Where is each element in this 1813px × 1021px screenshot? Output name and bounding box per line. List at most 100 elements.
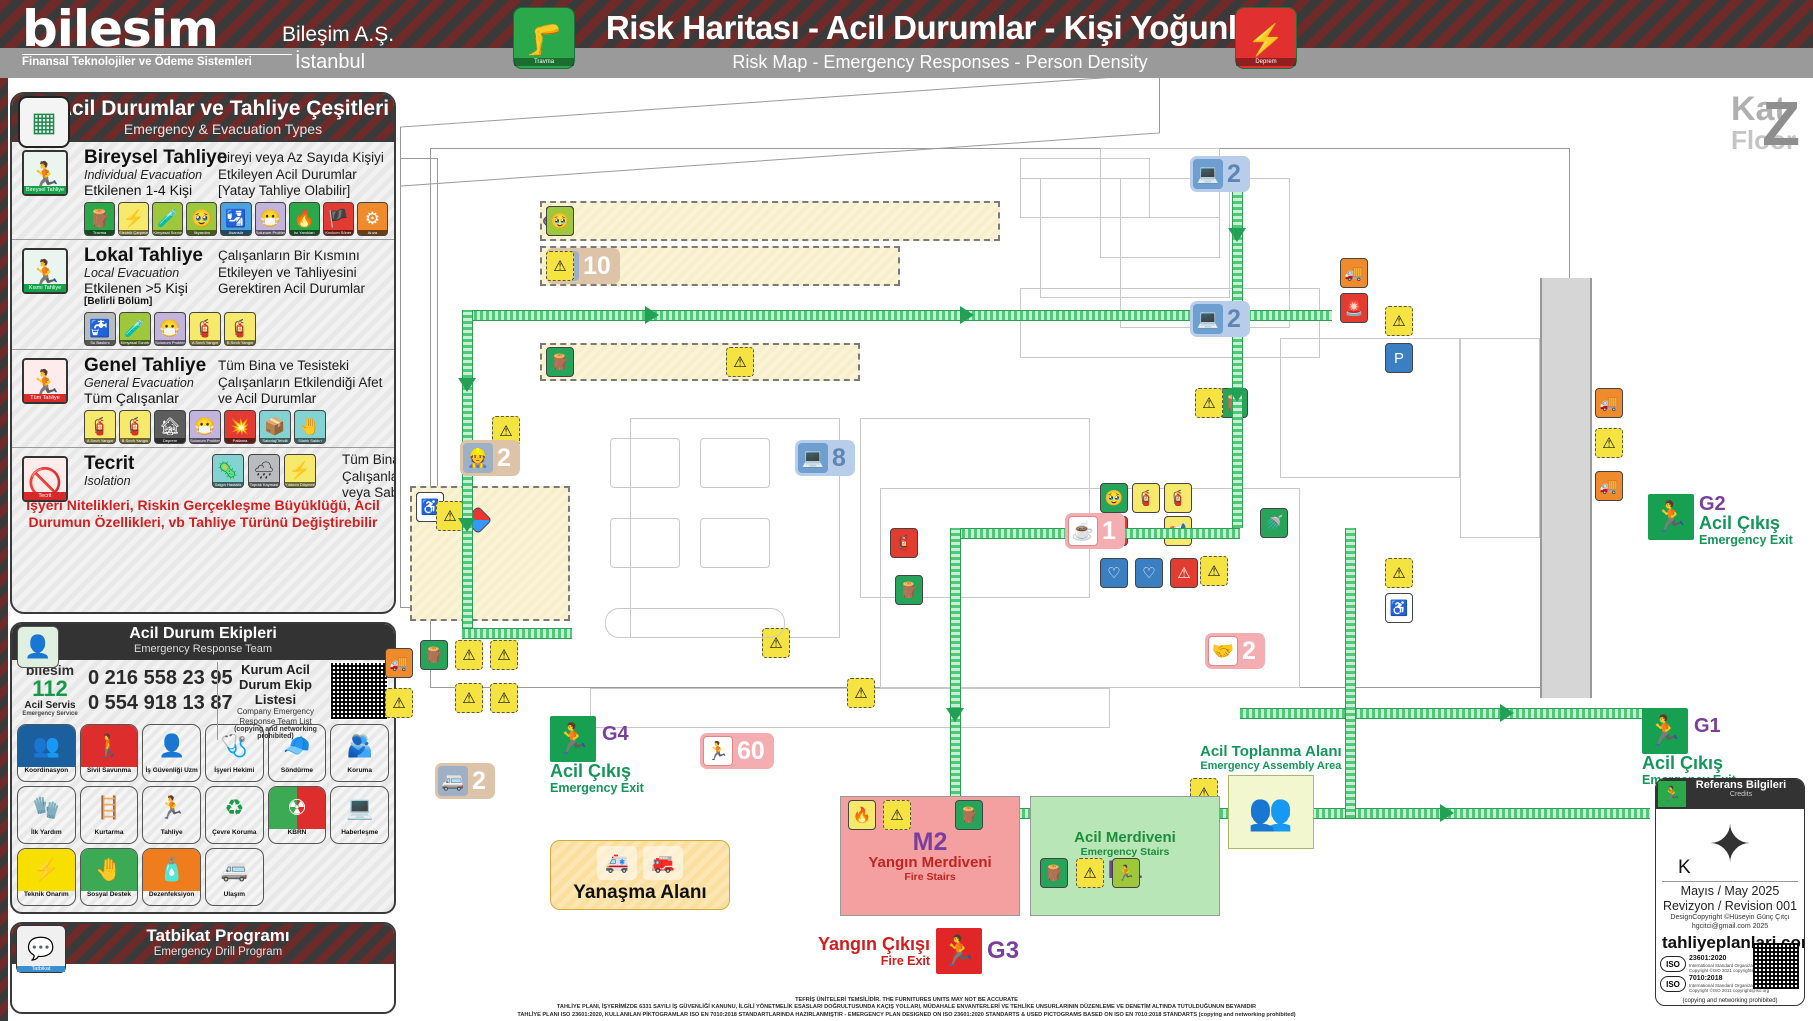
- sabotage-pictogram: 📦Sabotaj/Tehdit: [259, 410, 291, 444]
- legend-row-general: 🏃 Tüm Tahliye Genel Tahliye General Evac…: [12, 349, 394, 447]
- exit-sign-g3[interactable]: Yangın Çıkışı Fire Exit 🏃 G3: [818, 928, 1019, 974]
- forklift-pictogram: 🚚: [385, 648, 413, 678]
- floor-plan-icon: ▦: [18, 96, 70, 148]
- credits-title-en: Credits: [1729, 791, 1753, 798]
- team-protection: 🫂Koruma: [330, 724, 389, 782]
- density-marker: 👷 2: [460, 440, 520, 476]
- explosion-pictogram: 💥Patlama: [224, 410, 256, 444]
- room-right-1: [1100, 148, 1220, 258]
- floor-plan-map[interactable]: Kat Floor Z 🛂 🪵 🧯 🔥 ⚡ ⚠ ⚠ ⚠ ⚠ 🥹 👷 10 🪵: [385, 73, 1810, 974]
- trauma-pictogram: 🪵: [546, 347, 574, 377]
- fire-extinguisher-pictogram: 🧯: [890, 528, 918, 558]
- exit-code: G2: [1699, 493, 1726, 515]
- stethoscope-icon: 🩺: [220, 733, 249, 758]
- compass-rose: ✦ K: [1656, 809, 1804, 881]
- emergency-stairs-m1: Acil Merdiveni Emergency Stairs M1: [1030, 796, 1220, 916]
- hazard-zone-second: 👷 10 🪵 ⚠ ⚠: [540, 246, 900, 286]
- header-grey-strip: [0, 48, 1813, 78]
- row-description: Bireyi veya Az Sayıda Kişiyi Etkileyen A…: [218, 150, 384, 198]
- qr-code-icon[interactable]: [1753, 943, 1799, 989]
- fire-class-b-pictogram: 🧯B Sınıfı Yangın: [119, 410, 151, 444]
- general-evacuation-badge: 🏃 Tüm Tahliye: [22, 358, 68, 404]
- stairs-evacuation-icon: 🏃: [157, 795, 186, 820]
- exit-label-en: Emergency Exit: [1699, 533, 1793, 547]
- respiratory-pictogram: 😷Solunum Problemi: [254, 202, 286, 236]
- iso-note: Copyright ©ISO 2011 copyright@iso.org: [1689, 988, 1770, 993]
- list-title-tr: Kurum Acil Durum Ekip Listesi: [239, 662, 312, 707]
- drill-icon: 💬 Tatbikat: [16, 925, 66, 973]
- stair-label-en: Fire Stairs: [904, 870, 956, 883]
- shower-eyewash-pictogram: 🚿: [1260, 508, 1288, 538]
- badge-caption: Tecrit: [24, 492, 66, 500]
- fire-class-a-pictogram: 🧯A Sınıfı Yangın: [189, 312, 221, 346]
- earthquake-icon: ⚡ Deprem: [1235, 7, 1297, 69]
- trauma-glyph: 🦵: [525, 24, 563, 57]
- row-title-tr: Tecrit: [84, 453, 135, 474]
- warning-stairs-icon: ⚠: [490, 683, 518, 713]
- qr-code-icon[interactable]: [330, 662, 388, 720]
- wheelchair-icon: ♿: [1385, 593, 1413, 623]
- list-title-en: Company Emergency Response Team List: [237, 707, 314, 726]
- route-arrow-down: [1228, 228, 1246, 242]
- exit-label-tr: Acil Çıkış: [550, 761, 632, 781]
- safety-expert-icon: 👤: [157, 733, 186, 758]
- density-marker: 💻 8: [795, 440, 855, 476]
- credits-copyright: DesignCopyright ©Hüseyin Günç Çıtçı: [1670, 914, 1790, 921]
- density-value: 60: [737, 736, 765, 765]
- first-aid-pictogram: 🥹İlkyardım: [186, 202, 218, 236]
- compass-north-letter: K: [1678, 857, 1691, 878]
- route-arrow-down: [458, 518, 476, 532]
- furniture-table: [605, 608, 785, 638]
- assembly-label-en: Emergency Assembly Area: [1200, 760, 1342, 772]
- respiratory-pictogram: 😷Solunum Problemi: [154, 312, 186, 346]
- emergency-label-tr: Acil Servis: [24, 700, 76, 711]
- team-social-support: 🤚Sosyal Destek: [79, 848, 139, 906]
- forklift-pictogram: 🚚: [1340, 258, 1368, 288]
- phone-1: 0 216 558 23 95: [88, 667, 233, 689]
- exit-sign-g1[interactable]: 🏃 G1 Acil Çıkış Emergency Exit: [1642, 708, 1736, 787]
- vehicle-icon: 🚐: [220, 857, 249, 882]
- fire-truck-icon: 🚒: [643, 846, 683, 880]
- exit-label-tr: Acil Çıkış: [1642, 753, 1724, 773]
- hazard-zone-left: 🪵 🥹 🛂 ♿ ⚠ ⚠: [410, 486, 570, 621]
- list-note: (copying and networking prohibited): [234, 726, 317, 740]
- legend-subtitle: Emergency & Evacuation Types: [123, 121, 323, 137]
- iso-note: Copyright ©ISO 2021 copyright@iso.org: [1689, 968, 1770, 973]
- trauma-pictogram: 🪵: [955, 800, 983, 830]
- exit-sign-g4[interactable]: 🏃 G4 Acil Çıkış Emergency Exit: [550, 716, 644, 795]
- team-transport: 🚐Ulaşım: [205, 848, 264, 906]
- company-city: İstanbul: [295, 51, 366, 73]
- density-value: 2: [1227, 304, 1241, 333]
- trauma-pictogram: 🪵: [1040, 858, 1068, 888]
- credits-email: hgcitci@gmail.com 2025: [1691, 922, 1769, 930]
- density-marker: 💻 2: [1190, 301, 1250, 337]
- compass-star-icon: ✦: [1708, 816, 1752, 874]
- furniture-cluster-3: [610, 518, 680, 568]
- first-aid-pictogram: 🥹: [546, 206, 574, 236]
- exit-label-en: Emergency Exit: [550, 781, 644, 795]
- stair-label-tr: Acil Merdiveni: [1074, 828, 1176, 846]
- malfunction-pictogram: ⚙Arıza: [356, 202, 388, 236]
- route-arrow-right: [645, 306, 659, 324]
- company-name: Bileşim A.Ş.: [282, 23, 395, 46]
- assembly-label-tr: Acil Toplanma Alanı: [1200, 743, 1342, 760]
- aed-pictogram: ♡: [1100, 558, 1128, 588]
- row-pictograms: 🪵Travma ⚡Elektrik Çarpması 🧪Kimyasal Sız…: [84, 202, 388, 236]
- desk-worker-icon: 💻: [1193, 159, 1223, 189]
- row-note: [Belirli Bölüm]: [84, 296, 153, 307]
- fire-exit-icon: 🏃: [936, 928, 983, 974]
- exit-sign-g2[interactable]: 🏃 G2 Acil Çıkış Emergency Exit: [1648, 494, 1793, 547]
- row-pictograms: 🧯A Sınıfı Yangın 🧯B Sınıfı Yangın 🏚Depre…: [84, 410, 388, 444]
- room-block-e: [880, 488, 1300, 688]
- team-cbrn: ☢KBRN: [267, 786, 327, 844]
- legend-note: İşyeri Nitelikleri, Riskin Gerçekleşme B…: [26, 497, 380, 530]
- team-member-icon: 👤: [17, 626, 59, 668]
- page-header: bilesim Finansal Teknolojiler ve Ödeme S…: [0, 0, 1813, 78]
- density-marker: 🤝 2: [1205, 633, 1265, 669]
- room-right-3: [1460, 338, 1540, 538]
- evacuation-route: [462, 310, 1332, 321]
- team-evacuation: 🏃Tahliye: [142, 786, 201, 844]
- first-aid-pictogram: 🥹: [1100, 483, 1128, 513]
- protection-icon: 🫂: [345, 733, 374, 758]
- density-value: 10: [583, 251, 611, 280]
